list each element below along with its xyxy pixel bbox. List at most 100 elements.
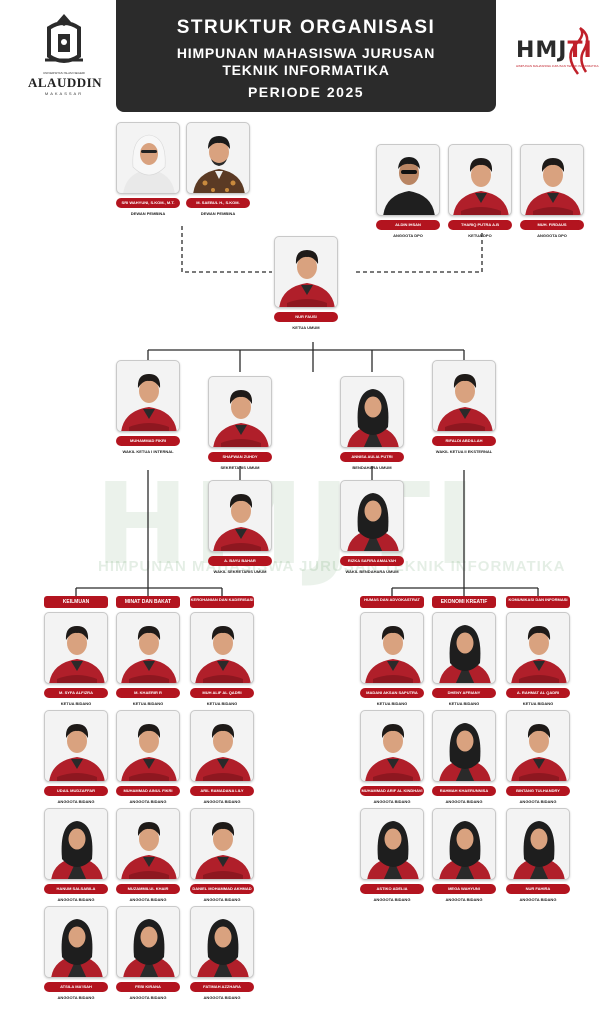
member-name: DANIEL MOHAMMAD AKHMAD xyxy=(190,884,254,894)
member-portrait-icon xyxy=(195,724,251,781)
member-photo xyxy=(506,710,570,782)
member-role: BENDAHARA UMUM xyxy=(352,465,392,470)
member-name: NUR FAHIRA xyxy=(506,884,570,894)
member-photo xyxy=(208,376,272,448)
member-role: KETUA BIDANG xyxy=(60,701,92,706)
member-portrait-icon xyxy=(51,821,103,879)
member-name: M. SYFA ALFIZRA xyxy=(44,688,108,698)
member-photo xyxy=(360,710,424,782)
division-banner-humas: HUMAS DAN ADVOKASTRAT xyxy=(360,596,424,608)
member-photo xyxy=(376,144,440,216)
member-role: WAKIL BENDAHARA UMUM xyxy=(345,569,399,574)
title-line-3: TEKNIK INFORMATIKA xyxy=(222,62,390,78)
member-portrait-icon xyxy=(365,626,421,683)
member-role: ANGGOTA BIDANG xyxy=(445,897,483,902)
member-role: ANGGOTA BIDANG xyxy=(57,995,95,1000)
member-name: MUHAMMAD ARIF AL KINDHAVI xyxy=(360,786,424,796)
member-photo xyxy=(506,808,570,880)
member-photo xyxy=(44,808,108,880)
member-portrait-icon xyxy=(121,626,177,683)
member-portrait-icon xyxy=(197,919,249,977)
uin-emblem-icon xyxy=(45,14,83,63)
member-portrait-icon xyxy=(195,626,251,683)
member-role: ANGGOTA BIDANG xyxy=(57,799,95,804)
member-name: MUZAMMILUL KHAIR xyxy=(116,884,180,894)
hmjti-brand: HMJTI xyxy=(516,38,593,63)
member-name: FATIMAH AZZHARA xyxy=(190,982,254,992)
member-role: ANGGOTA BIDANG xyxy=(129,897,167,902)
member-photo xyxy=(190,808,254,880)
member-photo xyxy=(116,808,180,880)
member-photo xyxy=(448,144,512,216)
member-name: RIFALDI ABDILLAH xyxy=(432,436,496,446)
member-photo xyxy=(274,236,338,308)
member-photo xyxy=(506,612,570,684)
member-photo xyxy=(44,710,108,782)
member-role: WAKIL KETUA II EKSTERNAL xyxy=(435,449,493,454)
member-name: A. BAYU BAHAR xyxy=(208,556,272,566)
member-role: SEKRETARIS UMUM xyxy=(220,465,260,470)
uin-alauddin-logo: UNIVERSITAS ISLAM NEGERI ALAUDDIN MAKASS… xyxy=(28,12,102,102)
member-role: KETUA BIDANG xyxy=(132,701,164,706)
member-photo xyxy=(190,906,254,978)
member-portrait-icon xyxy=(51,919,103,977)
member-portrait-icon xyxy=(279,250,335,307)
member-role: ANGGOTA BIDANG xyxy=(129,799,167,804)
member-card-minat-3: MUZAMMILUL KHAIR ANGGOTA BIDANG xyxy=(116,808,180,914)
member-name: HANUM SALSABILA xyxy=(44,884,108,894)
member-photo xyxy=(116,612,180,684)
member-name: ASTIKO ADELIA xyxy=(360,884,424,894)
member-portrait-icon xyxy=(121,822,177,879)
hmjti-brand-accent: TI xyxy=(567,38,593,63)
member-name: M. KHAERIR R xyxy=(116,688,180,698)
member-card-minat-2: MUHAMMAD AINUL FIKRI ANGGOTA BIDANG xyxy=(116,710,180,816)
member-name: RAHMAH KHAERUNNISA xyxy=(432,786,496,796)
member-role: ANGGOTA BIDANG xyxy=(373,897,411,902)
member-name: ATSILA MA'ISAH xyxy=(44,982,108,992)
member-role: KETUA BIDANG xyxy=(448,701,480,706)
member-name: MUH ALIF AL QADRI xyxy=(190,688,254,698)
member-portrait-icon xyxy=(49,724,105,781)
member-role: ANGGOTA BIDANG xyxy=(519,897,557,902)
member-card-minat-1: M. KHAERIR R KETUA BIDANG xyxy=(116,612,180,718)
member-name: MUHAMMAD AINUL FIKRI xyxy=(116,786,180,796)
member-name: SRI WAHYUNI, S.KOM., M.T. xyxy=(116,198,180,208)
member-portrait-icon xyxy=(525,158,581,215)
hmjti-swirl-icon xyxy=(569,26,589,75)
member-role: ANGGOTA BIDANG xyxy=(203,897,241,902)
member-portrait-icon xyxy=(439,821,491,879)
member-card-kominfo-3: NUR FAHIRA ANGGOTA BIDANG xyxy=(506,808,570,914)
member-name: MUH. FIRDAUS xyxy=(520,220,584,230)
member-portrait-icon xyxy=(347,493,399,551)
member-portrait-icon xyxy=(511,626,567,683)
member-photo xyxy=(190,612,254,684)
hmjti-logo: HMJTI HIMPUNAN MAHASISWA JURUSAN TEKNIK … xyxy=(512,26,599,82)
hmjti-tagline: HIMPUNAN MAHASISWA JURUSAN TEKNIK INFORM… xyxy=(516,64,599,68)
member-role: ANGGOTA BIDANG xyxy=(519,799,557,804)
member-portrait-icon xyxy=(347,389,399,447)
division-banner-ekonomi: EKONOMI KREATIF xyxy=(432,596,496,608)
member-role: ANGGOTA BIDANG xyxy=(373,799,411,804)
member-photo xyxy=(340,480,404,552)
member-photo xyxy=(208,480,272,552)
member-portrait-icon xyxy=(123,134,175,193)
watermark-subtext: HIMPUNAN MAHASISWA JURUSAN TEKNIK INFORM… xyxy=(98,558,566,575)
member-role: ANGGOTA BIDANG xyxy=(129,995,167,1000)
member-portrait-icon xyxy=(195,822,251,879)
member-photo xyxy=(116,360,180,432)
member-photo xyxy=(186,122,250,194)
member-photo xyxy=(360,808,424,880)
member-portrait-icon xyxy=(213,494,269,551)
